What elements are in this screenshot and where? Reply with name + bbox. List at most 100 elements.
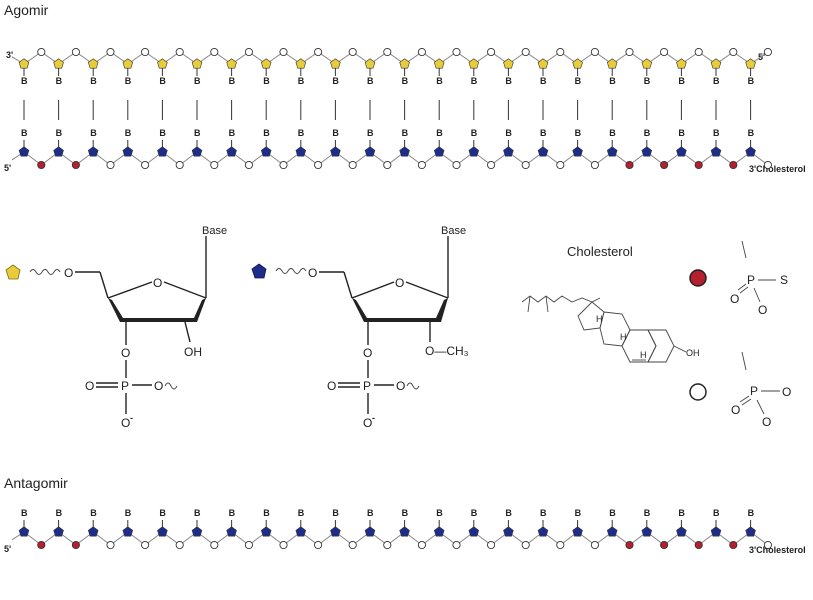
sense-phosphodiester-link	[37, 47, 46, 57]
antisense-phosphorothioate-link	[625, 160, 634, 170]
antagomir-base-letter: B	[609, 508, 616, 518]
po-phosphorus: P	[750, 384, 758, 398]
ome-phosphate-wavy	[406, 382, 420, 390]
antisense-phosphodiester-link	[763, 160, 772, 170]
sense-sugar	[399, 58, 410, 69]
sense-base-letter: B	[194, 76, 201, 86]
antisense-phosphodiester-link	[210, 160, 219, 170]
cholesterol-h3: H	[640, 350, 647, 360]
antagomir-phosphodiester-link	[244, 540, 253, 550]
antagomir-sugar	[641, 526, 653, 537]
antagomir-phosphorothioate-link	[694, 540, 703, 550]
antagomir-base-letter: B	[678, 508, 685, 518]
antagomir-sugar	[157, 526, 168, 537]
antagomir-phosphodiester-link	[590, 540, 599, 550]
antagomir-phosphodiester-link	[175, 540, 184, 550]
antisense-phosphodiester-link	[417, 160, 426, 170]
antagomir-base-letter: B	[56, 508, 63, 518]
antagomir-sugar	[468, 526, 480, 537]
antisense-sugar	[18, 146, 30, 157]
rna-phosphate-o-double: O	[85, 379, 94, 393]
antagomir-base-letter: B	[263, 508, 270, 518]
sense-phosphodiester-link	[106, 47, 115, 57]
red-circle-icon	[689, 269, 707, 287]
rna-phosphate-o-minus: O	[121, 416, 130, 430]
sense-phosphodiester-link	[590, 47, 599, 57]
sense-base-letter: B	[540, 76, 547, 86]
antisense-base-letter: B	[332, 128, 339, 138]
antagomir-phosphorothioate-link	[660, 540, 669, 550]
agomir-sense-3prime-label: 3'	[6, 50, 13, 60]
sense-base-letter: B	[367, 76, 374, 86]
antisense-base-letter: B	[21, 128, 28, 138]
antisense-base-letter: B	[609, 128, 616, 138]
sense-phosphodiester-link	[244, 47, 253, 57]
sense-phosphodiester-link	[729, 47, 738, 57]
sense-sugar	[537, 58, 549, 69]
rna-base-label: Base	[202, 225, 227, 237]
antisense-phosphodiester-link	[279, 160, 288, 170]
antagomir-phosphodiester-link	[314, 540, 323, 550]
sense-sugar	[606, 58, 618, 69]
antagomir-phosphodiester-link	[106, 540, 115, 550]
antagomir-base-letter: B	[575, 508, 582, 518]
agomir-antisense-cholesterol-label: 3'Cholesterol	[749, 164, 806, 174]
antisense-phosphodiester-link	[556, 160, 565, 170]
antisense-base-letter: B	[402, 128, 409, 138]
sense-phosphodiester-link	[660, 47, 669, 57]
sense-base-letter: B	[90, 76, 97, 86]
antagomir-sugar	[53, 526, 64, 537]
ome-ring-oxygen: O	[395, 276, 404, 290]
ome-phosphate-o-ester: O	[396, 379, 405, 393]
antagomir-phosphorothioate-link	[37, 540, 46, 550]
sense-sugar	[572, 58, 583, 69]
antagomir-base-letter: B	[367, 508, 374, 518]
rna-phosphate-p: P	[121, 379, 129, 393]
antagomir-base-letter: B	[436, 508, 443, 518]
rna-linker-o: O	[64, 266, 73, 280]
antisense-sugar	[503, 146, 514, 157]
sense-phosphodiester-link	[487, 47, 496, 57]
sense-base-letter: B	[436, 76, 443, 86]
sense-phosphodiester-link	[175, 47, 184, 57]
antisense-base-letter: B	[540, 128, 547, 138]
sense-sugar	[87, 58, 99, 69]
antisense-phosphorothioate-link	[37, 160, 46, 170]
antagomir-base-letter: B	[90, 508, 97, 518]
rna-phosphate-charge: -	[130, 413, 133, 423]
antagomir-sugar	[18, 526, 30, 537]
sense-sugar	[295, 58, 307, 69]
ome-phosphate-o-minus: O	[363, 416, 372, 430]
antisense-sugar	[399, 146, 410, 157]
antisense-phosphodiester-link	[590, 160, 599, 170]
antagomir-phosphorothioate-link	[729, 540, 738, 550]
antagomir-sugar	[87, 526, 99, 537]
cholesterol-h1: H	[596, 314, 603, 324]
ome-2-ome-label: O—CH₃	[425, 344, 469, 358]
ome-base-label: Base	[441, 225, 466, 237]
sense-base-letter: B	[229, 76, 236, 86]
antisense-base-letter: B	[194, 128, 201, 138]
antisense-sugar	[330, 146, 341, 157]
antagomir-phosphorothioate-link	[71, 540, 80, 550]
sense-base-letter: B	[644, 76, 651, 86]
antagomir-base-letter: B	[471, 508, 478, 518]
sense-sugar	[364, 58, 376, 69]
antisense-phosphodiester-link	[106, 160, 115, 170]
rna-phosphate-wavy	[164, 382, 178, 390]
antagomir-sugar	[364, 526, 376, 537]
antisense-phosphodiester-link	[244, 160, 253, 170]
sense-phosphodiester-link	[625, 47, 634, 57]
antagomir-base-letter: B	[298, 508, 305, 518]
antisense-sugar	[710, 146, 722, 157]
antagomir-phosphodiester-link	[487, 540, 496, 550]
antisense-sugar	[226, 146, 237, 157]
antisense-phosphorothioate-link	[660, 160, 669, 170]
sense-phosphodiester-link	[763, 47, 772, 57]
phosphorothioate-legend: P S O O	[689, 240, 788, 317]
sense-sugar	[157, 58, 168, 69]
